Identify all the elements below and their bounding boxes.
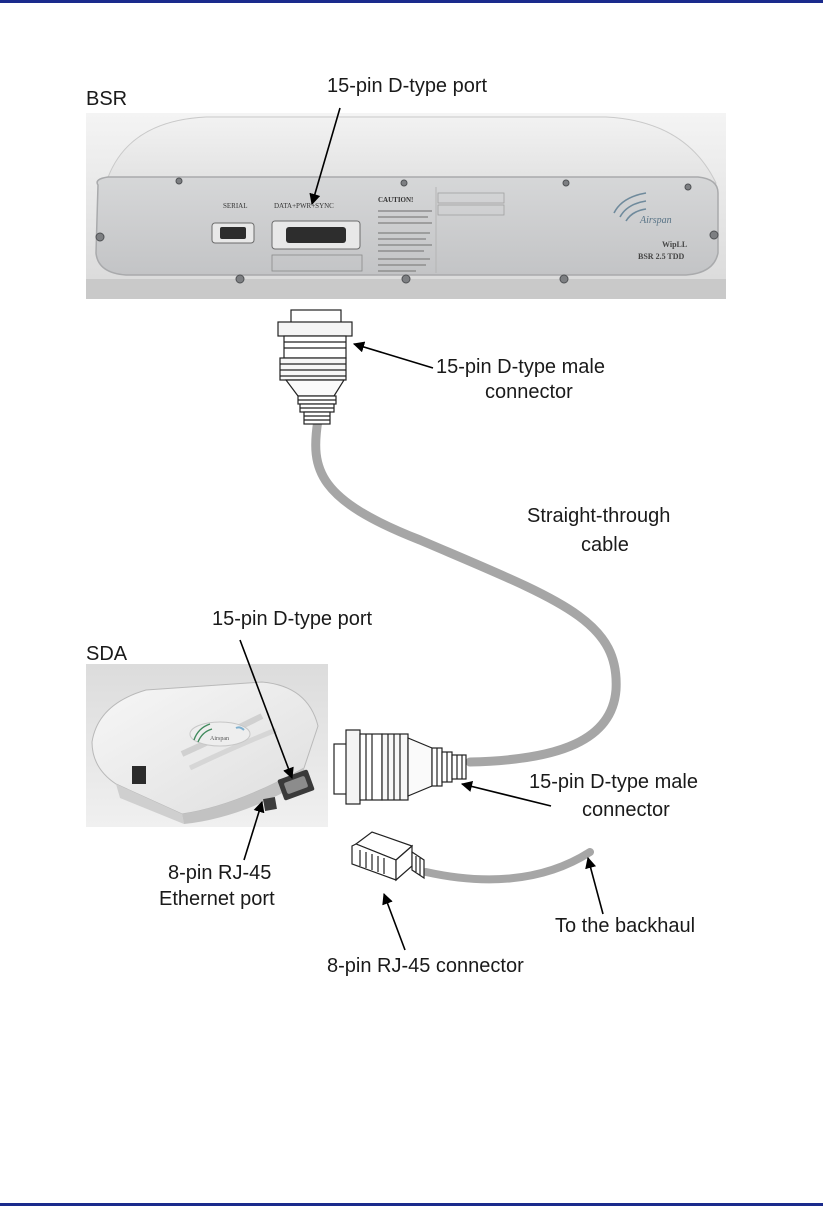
arrow-bsr-male-connector xyxy=(354,344,433,368)
sda-connector-label-line2: connector xyxy=(582,799,670,822)
rj45-connector xyxy=(352,832,424,880)
backhaul-cable xyxy=(426,852,590,879)
bsr-title: BSR xyxy=(86,88,127,111)
arrow-bsr-port xyxy=(312,108,340,204)
arrow-rj45-connector xyxy=(384,894,405,950)
arrow-sda-port xyxy=(240,640,292,778)
cable-label-line2: cable xyxy=(581,534,629,557)
sda-15pin-male-connector xyxy=(334,730,466,804)
cable-label-line1: Straight-through xyxy=(527,505,670,528)
rj45-connector-label: 8-pin RJ-45 connector xyxy=(327,955,524,978)
bsr-connector-label-line2: connector xyxy=(485,381,573,404)
straight-through-cable xyxy=(316,420,616,762)
sda-title: SDA xyxy=(86,643,127,666)
bsr-connector-label-line1: 15-pin D-type male xyxy=(436,356,605,379)
bsr-15pin-male-connector xyxy=(278,310,352,424)
sda-ethernet-label-line2: Ethernet port xyxy=(159,888,275,911)
sda-ethernet-label-line1: 8-pin RJ-45 xyxy=(168,862,271,885)
arrow-sda-ethernet xyxy=(244,802,262,860)
sda-port-label: 15-pin D-type port xyxy=(212,608,372,631)
bsr-port-label: 15-pin D-type port xyxy=(327,75,487,98)
backhaul-label: To the backhaul xyxy=(555,915,695,938)
sda-connector-label-line1: 15-pin D-type male xyxy=(529,771,698,794)
arrow-backhaul xyxy=(588,858,603,914)
